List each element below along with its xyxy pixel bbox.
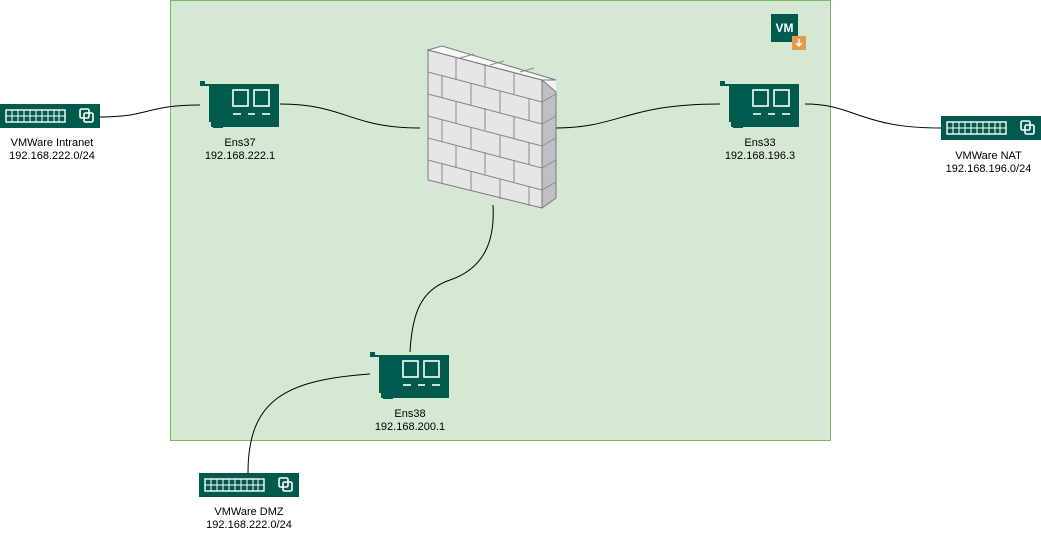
switch-label-intranet: VMWare Intranet 192.168.222.0/24 <box>0 137 104 163</box>
switch-name: VMWare NAT <box>955 150 1022 162</box>
nic-name: Ens33 <box>744 137 776 149</box>
nic-ip: 192.168.222.1 <box>204 150 276 162</box>
switch-label-nat: VMWare NAT 192.168.196.0/24 <box>936 150 1041 176</box>
connector-intranet-ens37 <box>99 104 201 118</box>
nic-name: Ens38 <box>394 408 426 420</box>
network-card-icon <box>368 350 450 400</box>
network-card-icon <box>198 79 280 129</box>
connector-firewall-ens38 <box>409 204 494 353</box>
switch-subnet: 192.168.196.0/24 <box>945 163 1032 175</box>
virtual-switch-icon <box>940 115 1041 141</box>
vm-badge-icon: VM <box>771 14 806 50</box>
nic-label-ens33: Ens33 192.168.196.3 <box>710 137 810 163</box>
switch-subnet: 192.168.222.0/24 <box>9 150 95 162</box>
nic-ip: 192.168.200.1 <box>374 421 446 433</box>
nic-name: Ens37 <box>224 137 256 149</box>
nic-ip: 192.168.196.3 <box>724 150 796 162</box>
switch-label-dmz: VMWare DMZ 192.168.222.0/24 <box>196 506 302 532</box>
connector-firewall-ens33 <box>554 103 721 129</box>
connector-lines <box>99 103 942 474</box>
virtual-switch-icon <box>0 103 101 129</box>
nic-label-ens38: Ens38 192.168.200.1 <box>360 408 460 434</box>
firewall-icon <box>426 45 557 209</box>
connector-ens33-nat <box>804 103 942 129</box>
nic-label-ens37: Ens37 192.168.222.1 <box>190 137 290 163</box>
network-card-icon <box>718 79 800 129</box>
switch-name: VMWare DMZ <box>214 506 284 518</box>
svg-text:VM: VM <box>776 21 794 35</box>
switch-subnet: 192.168.222.0/24 <box>206 519 292 531</box>
virtual-switch-icon <box>198 472 300 498</box>
connector-ens38-dmz <box>247 373 371 474</box>
connector-ens37-firewall <box>279 103 421 129</box>
switch-name: VMWare Intranet <box>10 137 94 149</box>
